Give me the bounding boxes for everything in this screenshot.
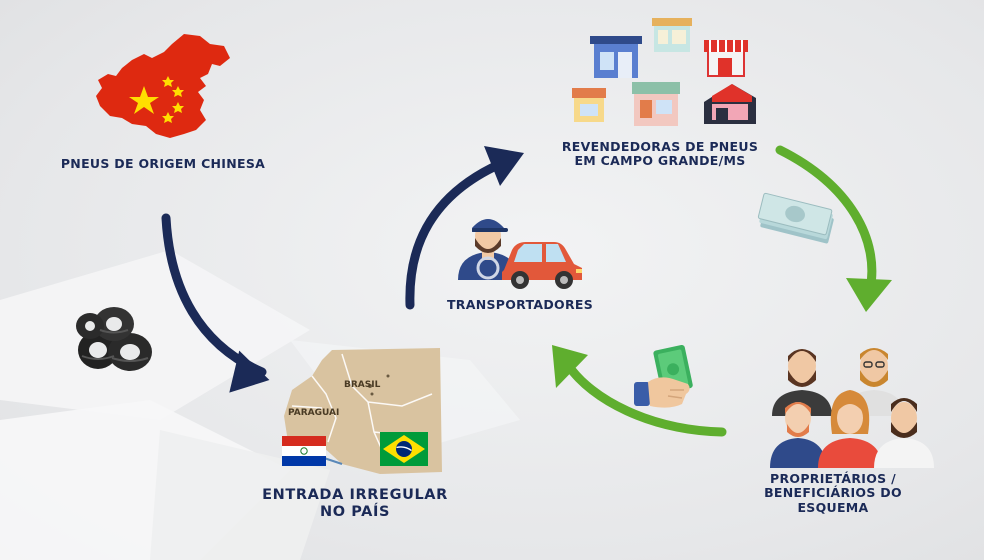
map-paraguai-label: PARAGUAI [288, 408, 340, 418]
china-map-icon [96, 34, 230, 138]
arrow-origin-to-entry [161, 213, 270, 393]
arrow-resellers-to-owners [775, 145, 892, 312]
origin-label: PNEUS DE ORIGEM CHINESA [60, 156, 266, 171]
hand-cash-icon [634, 344, 693, 408]
brazil-flag-icon [380, 432, 428, 466]
map-brasil-label: BRASIL [344, 380, 381, 390]
resellers-label: REVENDEDORAS DE PNEUS EM CAMPO GRANDE/MS [561, 139, 759, 169]
arrow-transport-to-resellers [405, 146, 524, 310]
owners-label: PROPRIETÁRIOS / BENEFICIÁRIOS DO ESQUEMA [764, 471, 902, 515]
paraguay-flag-icon [282, 436, 326, 466]
money-icon [757, 192, 834, 244]
tires-icon [76, 307, 152, 371]
car-icon [502, 242, 582, 289]
entry-label: ENTRADA IRREGULAR NO PAÍS [262, 487, 448, 520]
people-group-icon [770, 348, 934, 468]
transport-label: TRANSPORTADORES [446, 297, 594, 312]
shop-icon [572, 18, 756, 126]
arrow-owners-to-transport [552, 345, 727, 437]
